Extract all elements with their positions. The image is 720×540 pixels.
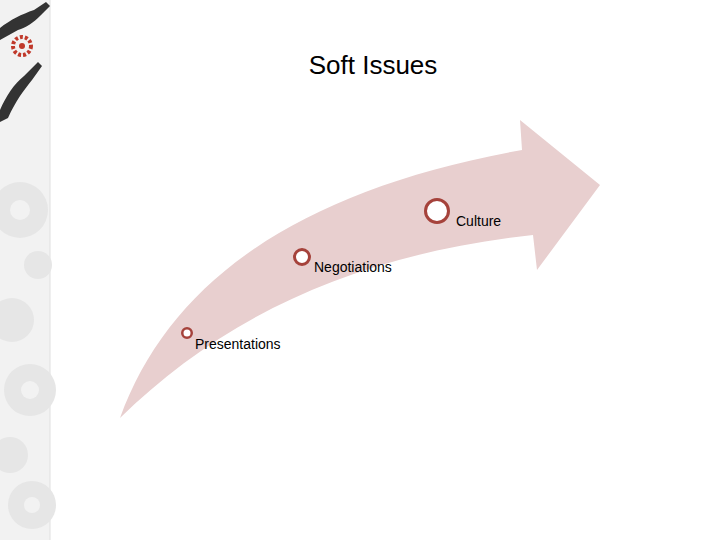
marker-circle: Negotiations xyxy=(293,248,311,266)
marker-circle: Culture xyxy=(424,198,450,224)
gear xyxy=(8,481,56,529)
stage-label: Negotiations xyxy=(314,259,392,275)
circle-shape xyxy=(182,328,192,338)
gear-hole xyxy=(10,200,30,220)
curved-arrow xyxy=(120,120,600,418)
gear-hole xyxy=(24,497,40,513)
gear xyxy=(0,298,34,342)
red-gear-hub xyxy=(19,43,25,49)
circle-outline xyxy=(181,327,193,339)
gear xyxy=(0,182,48,238)
hands-illustration xyxy=(0,2,50,122)
circle-outline xyxy=(424,198,450,224)
stage-label: Culture xyxy=(456,213,501,229)
circle-outline xyxy=(293,248,311,266)
slide-title: Soft Issues xyxy=(223,50,523,81)
gear-hole xyxy=(21,381,39,399)
upper-hand xyxy=(0,2,50,40)
stage-label: Presentations xyxy=(195,336,281,352)
gear xyxy=(0,437,28,473)
gear-pattern xyxy=(0,182,56,529)
gear xyxy=(24,251,52,279)
red-gear xyxy=(13,37,31,55)
lower-hand xyxy=(0,62,42,122)
marker-circle: Presentations xyxy=(181,327,193,339)
circle-shape xyxy=(426,200,449,223)
circle-shape xyxy=(295,250,310,265)
gear xyxy=(4,364,56,416)
gear-holes xyxy=(10,200,40,513)
